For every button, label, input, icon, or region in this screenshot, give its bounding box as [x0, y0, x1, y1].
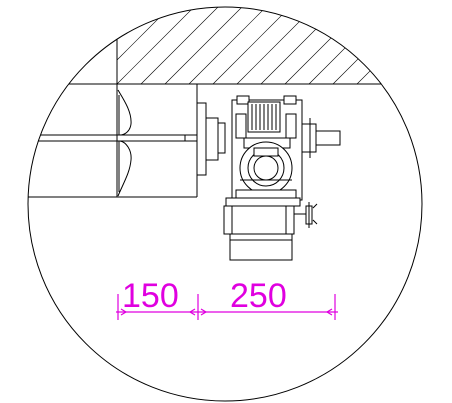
coupling [196, 102, 226, 176]
adjustment-knob [294, 202, 318, 228]
detail-circle [27, 6, 423, 402]
dimension-label-250: 250 [230, 277, 287, 315]
motor-mount [223, 197, 301, 261]
fan-blade [117, 89, 132, 197]
gear-motor [231, 95, 303, 201]
dimension-lines [116, 294, 338, 320]
dimension-label-150: 150 [122, 277, 179, 315]
hatched-wall [116, 7, 422, 85]
shaft [30, 134, 200, 142]
output-shaft [301, 118, 341, 158]
